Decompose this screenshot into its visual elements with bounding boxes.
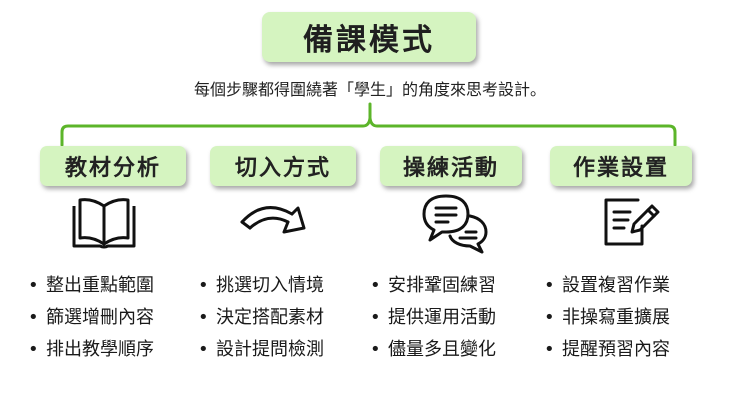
list-item-text: 設置複習作業 [562, 275, 670, 296]
category-box-homework-setup: 作業設置 [550, 146, 692, 186]
bullet: • [370, 339, 381, 360]
bullet: • [370, 275, 381, 296]
category-box-practice-activity: 操練活動 [380, 146, 522, 186]
list-item: • 非操寫重擴展 [544, 302, 670, 334]
bullet: • [28, 307, 39, 328]
list-item-text: 決定搭配素材 [216, 307, 324, 328]
bullet: • [198, 339, 209, 360]
list-item: • 設置複習作業 [544, 270, 670, 302]
bullet: • [370, 307, 381, 328]
list-item-text: 整出重點範圍 [46, 275, 154, 296]
list-material-analysis: • 整出重點範圍 • 篩選增刪內容 • 排出教學順序 [28, 270, 154, 366]
diagram-title: 備課模式 [262, 12, 476, 62]
open-book-icon [72, 198, 136, 249]
bullet: • [544, 307, 555, 328]
list-item-text: 篩選增刪內容 [46, 307, 154, 328]
bullet: • [28, 339, 39, 360]
connector-bracket [60, 102, 677, 147]
list-item-text: 非操寫重擴展 [562, 307, 670, 328]
list-item-text: 排出教學順序 [46, 339, 154, 360]
bullet: • [544, 339, 555, 360]
list-item-text: 設計提問檢測 [216, 339, 324, 360]
bullet: • [28, 275, 39, 296]
list-item-text: 挑選切入情境 [216, 275, 324, 296]
list-item: • 決定搭配素材 [198, 302, 324, 334]
list-entry-method: • 挑選切入情境 • 決定搭配素材 • 設計提問檢測 [198, 270, 324, 366]
chat-bubbles-icon [422, 194, 488, 254]
list-practice-activity: • 安排鞏固練習 • 提供運用活動 • 儘量多且變化 [370, 270, 496, 366]
diagram-subtitle: 每個步驟都得圍繞著「學生」的角度來思考設計。 [193, 80, 546, 99]
document-pen-icon [604, 198, 660, 246]
list-item-text: 儘量多且變化 [388, 339, 496, 360]
bullet: • [198, 275, 209, 296]
list-item: • 整出重點範圍 [28, 270, 154, 302]
category-box-entry-method: 切入方式 [210, 146, 356, 186]
list-item: • 提醒預習內容 [544, 334, 670, 366]
list-item: • 安排鞏固練習 [370, 270, 496, 302]
list-item-text: 提供運用活動 [388, 307, 496, 328]
list-item: • 提供運用活動 [370, 302, 496, 334]
list-item: • 排出教學順序 [28, 334, 154, 366]
category-box-material-analysis: 教材分析 [40, 146, 186, 186]
bullet: • [198, 307, 209, 328]
list-item-text: 提醒預習內容 [562, 339, 670, 360]
list-item: • 儘量多且變化 [370, 334, 496, 366]
list-item: • 篩選增刪內容 [28, 302, 154, 334]
list-item: • 挑選切入情境 [198, 270, 324, 302]
list-item: • 設計提問檢測 [198, 334, 324, 366]
curved-arrow-icon [240, 206, 306, 234]
list-homework-setup: • 設置複習作業 • 非操寫重擴展 • 提醒預習內容 [544, 270, 670, 366]
list-item-text: 安排鞏固練習 [388, 275, 496, 296]
bullet: • [544, 275, 555, 296]
